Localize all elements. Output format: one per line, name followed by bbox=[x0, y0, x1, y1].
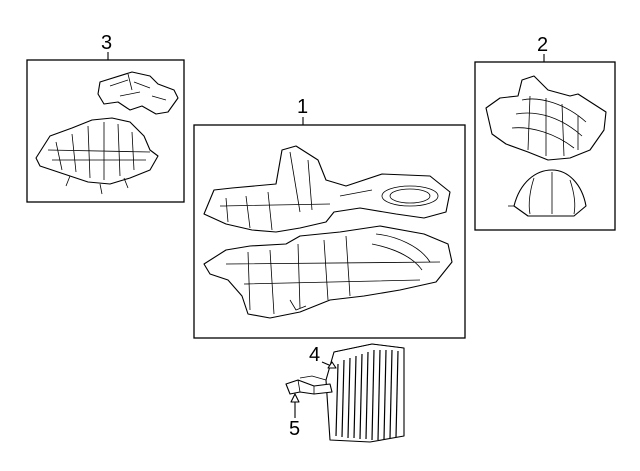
callout-5-label: 5 bbox=[289, 418, 300, 440]
part-5-expansion-valve bbox=[285, 375, 333, 395]
part-3-blower-housing bbox=[35, 71, 179, 195]
part-4-evaporator-core bbox=[325, 343, 405, 443]
part-1-frame bbox=[193, 124, 466, 339]
part-2-blower-case bbox=[485, 75, 607, 217]
evaporator-core-fins bbox=[335, 349, 399, 441]
callout-3-label: 3 bbox=[101, 32, 112, 54]
callout-5-arrowhead bbox=[290, 393, 300, 403]
callout-2-label: 2 bbox=[537, 34, 548, 56]
callout-4-arrowhead bbox=[327, 361, 337, 369]
part-1-evaporator-case bbox=[203, 145, 453, 319]
part-3-frame bbox=[26, 59, 185, 203]
part-2-frame bbox=[474, 61, 616, 231]
callout-1-label: 1 bbox=[297, 96, 308, 118]
callout-4-label: 4 bbox=[309, 344, 320, 366]
